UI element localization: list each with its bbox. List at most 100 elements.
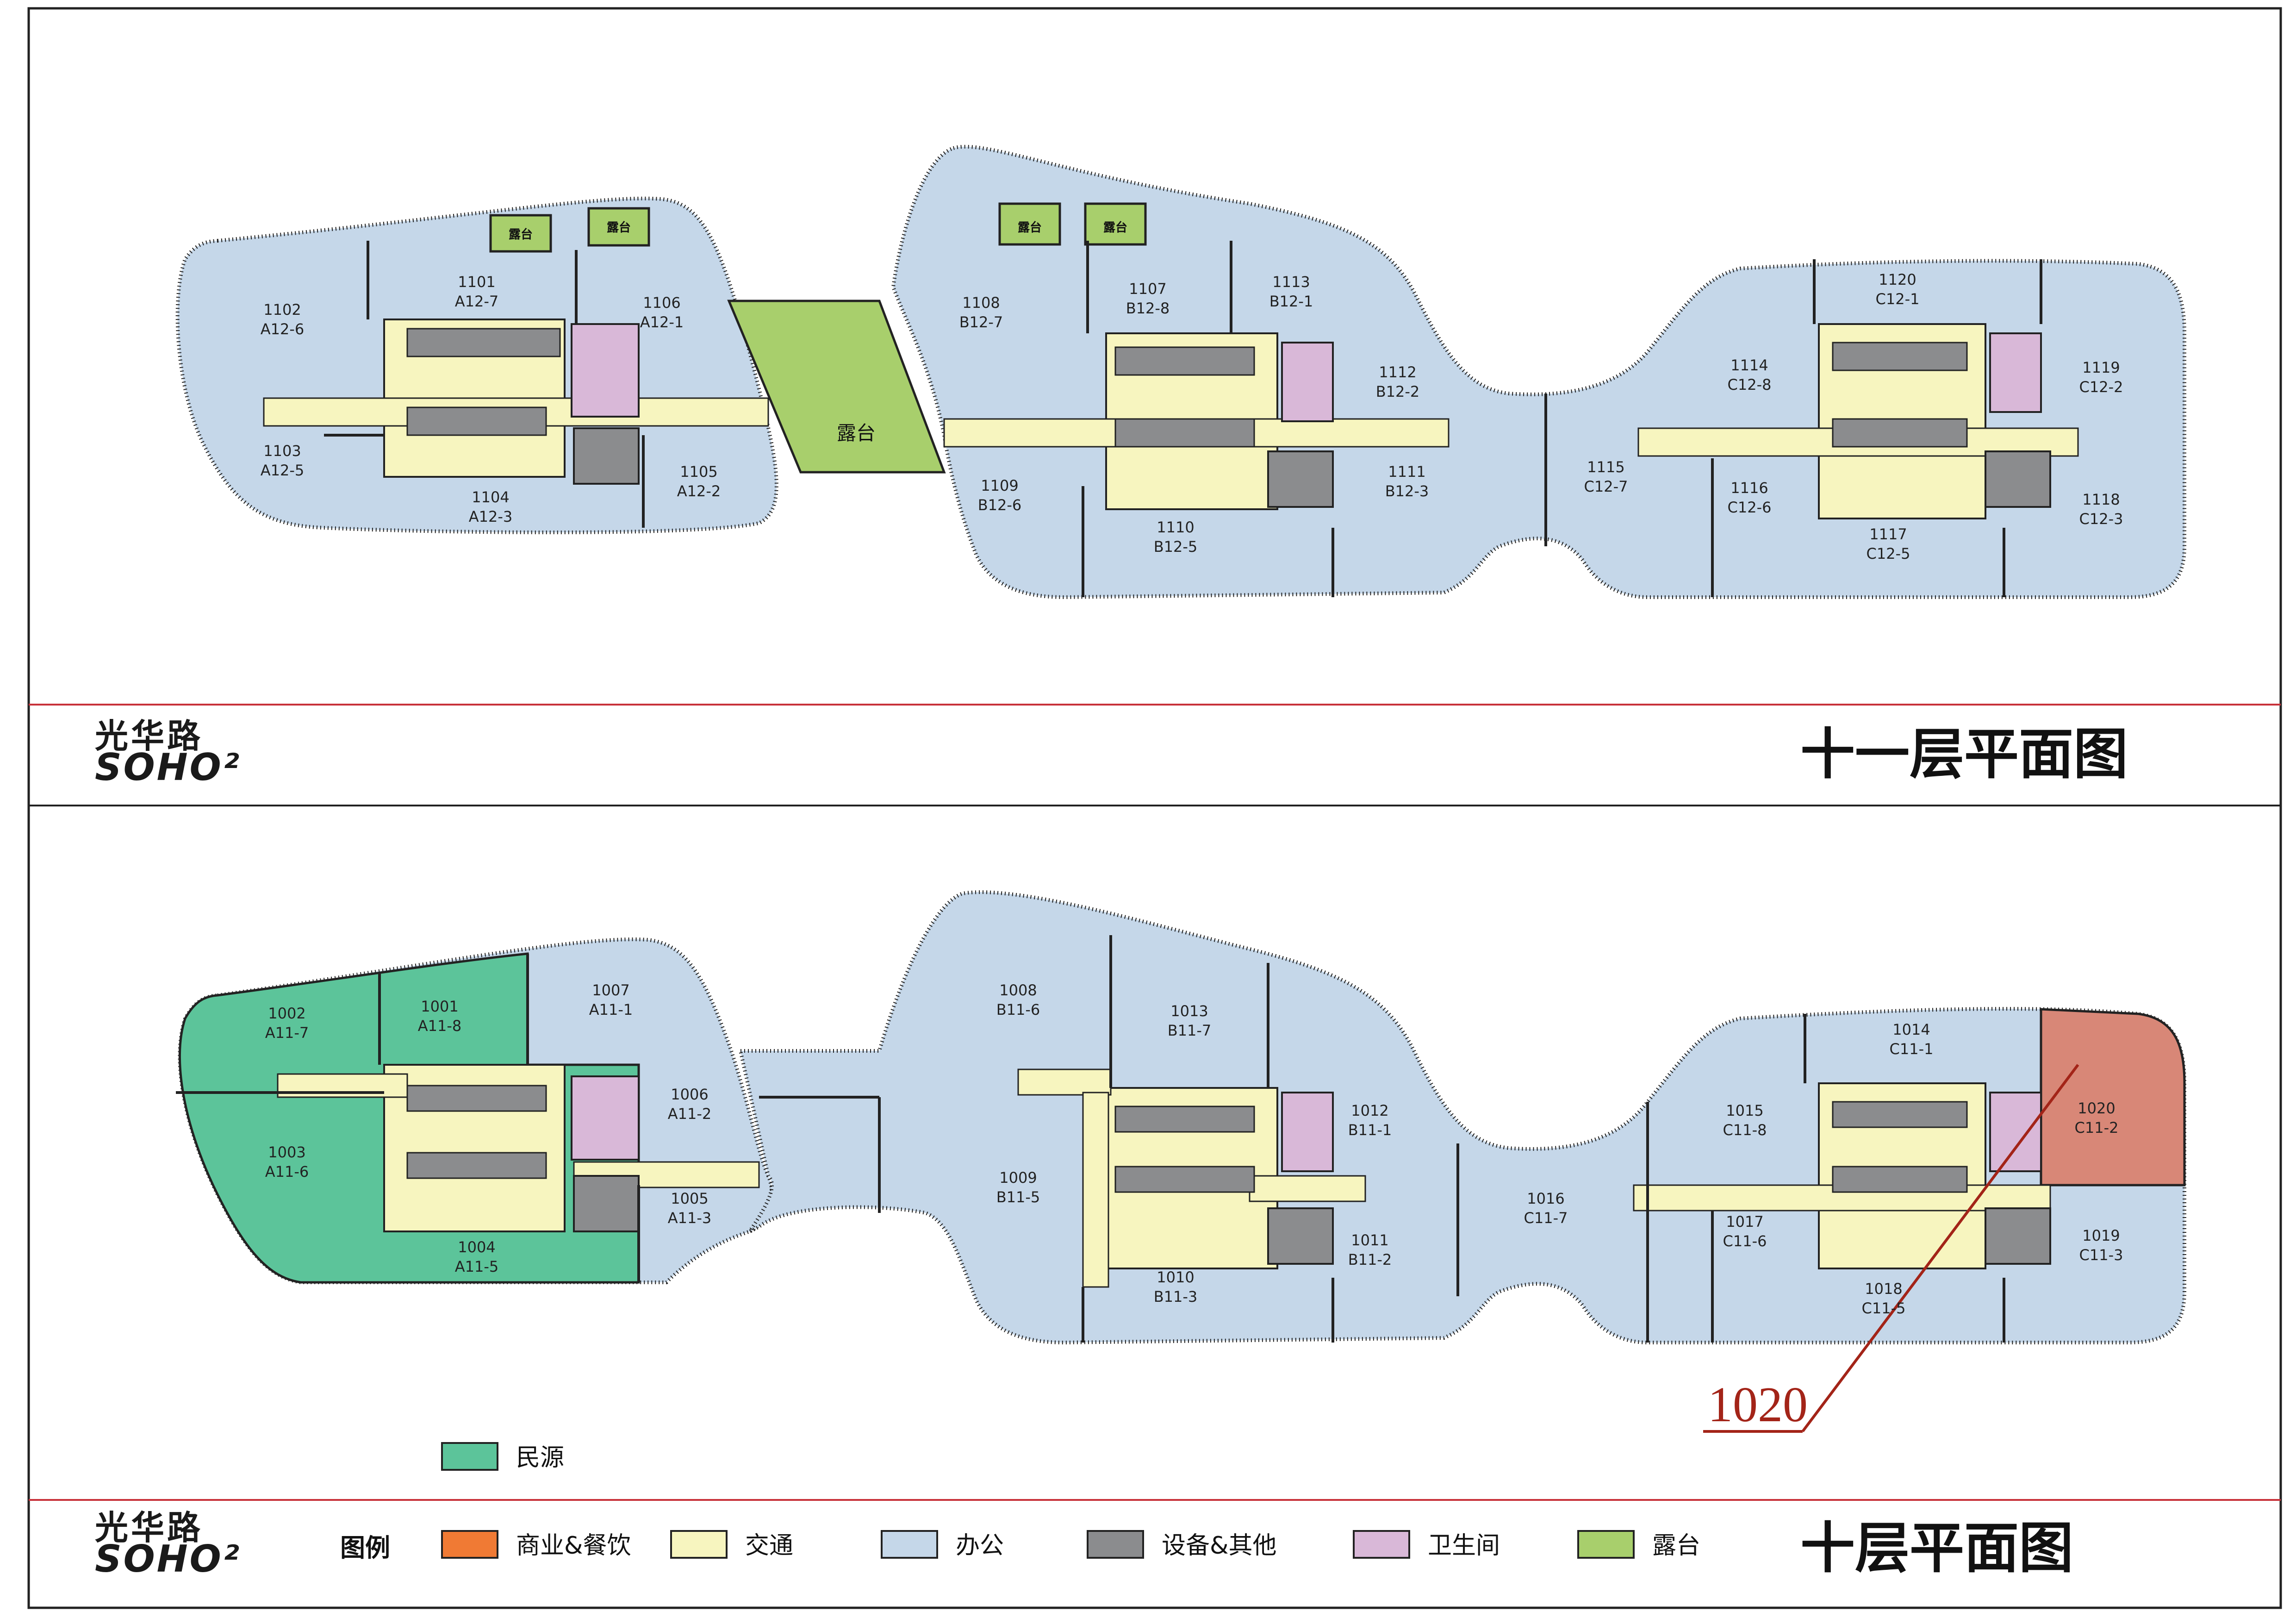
legend-items: 商业&餐饮交通办公设备&其他卫生间露台 (441, 1530, 1700, 1560)
floor11-room-1120-code: C12-1 (1876, 290, 1920, 308)
floor10-room-1019-code: C11-3 (2079, 1246, 2123, 1264)
floor11-room-1114-code: C12-8 (1728, 376, 1772, 394)
legend-label-commercial: 商业&餐饮 (516, 1532, 631, 1560)
floor10-room-1015-number: 1015 (1726, 1102, 1763, 1119)
floor11-room-1111-number: 1111 (1388, 463, 1425, 481)
floor10-equipment-b (1267, 1207, 1334, 1265)
floor11-terrace-label-a2: 露台 (607, 220, 631, 235)
floor10-room-1013-code: B11-7 (1168, 1022, 1212, 1039)
floor11-elevator-bank-b1 (1114, 346, 1255, 376)
minyuan-label: 民源 (516, 1444, 564, 1472)
floor11-restroom-c (1989, 332, 2042, 413)
floor10-room-1004-code: A11-5 (455, 1258, 499, 1275)
floor11-room-1101-code: A12-7 (455, 293, 499, 310)
floor11-room-1109-code: B12-6 (978, 496, 1022, 514)
floor11-central-terrace (727, 300, 946, 474)
floor11-room-1117-number: 1117 (1869, 525, 1907, 543)
floor10-room-1006-code: A11-2 (668, 1105, 712, 1123)
floor10-callout-leader (1801, 1064, 2079, 1432)
floor10-room-1012-code: B11-1 (1348, 1121, 1392, 1139)
floor10-room-1010-number: 1010 (1157, 1268, 1194, 1286)
legend: 图例 商业&餐饮交通办公设备&其他卫生间露台 (340, 1530, 1700, 1562)
floor11-elevator-bank-a2 (406, 406, 547, 436)
floor10-room-1017-number: 1017 (1726, 1213, 1763, 1230)
floor11-room-1119-number: 1119 (2082, 359, 2120, 376)
floor10-room-1016-code: C11-7 (1524, 1209, 1568, 1227)
floor10-elevator-bank-a1 (406, 1085, 547, 1112)
floor10-room-1008-code: B11-6 (996, 1001, 1040, 1018)
floor11-room-1112-code: B12-2 (1376, 383, 1420, 400)
legend-swatch-terrace (1577, 1530, 1635, 1559)
floor11-room-1118-code: C12-3 (2079, 510, 2123, 528)
floor10-room-1003-code: A11-6 (265, 1163, 309, 1181)
floor11-plan: 露台 露台 露台 露台 露台 (175, 144, 2186, 600)
floor10-room-1007-code: A11-1 (589, 1001, 633, 1018)
floor11-room-1106-code: A12-1 (640, 313, 684, 331)
logo-floor11-en: SOHO² (95, 746, 241, 789)
floor10-equipment-a (573, 1175, 640, 1232)
floor10-room-1004-number: 1004 (458, 1238, 495, 1256)
floor11-room-1115-number: 1115 (1587, 458, 1624, 476)
floor11-central-terrace-label: 露台 (837, 422, 876, 444)
floor11-terrace-label-b2: 露台 (1103, 220, 1127, 235)
floor10-room-1001-number: 1001 (421, 998, 458, 1015)
floor10-restroom-a (571, 1075, 640, 1161)
floor11-room-1108-code: B12-7 (959, 313, 1003, 331)
floor11-elevator-bank-a1 (406, 328, 561, 357)
legend-title: 图例 (340, 1533, 390, 1562)
floor10-elevator-bank-b1 (1114, 1106, 1255, 1133)
floor11-partitions (324, 241, 2042, 597)
floor11-room-1107-number: 1107 (1129, 280, 1166, 298)
floor10-room-1003-number: 1003 (268, 1143, 305, 1161)
floor10-room-1012-number: 1012 (1351, 1102, 1388, 1119)
floor11-room-1111-code: B12-3 (1385, 482, 1429, 500)
floor11-equipment-c (1985, 450, 2051, 508)
floor11-room-1119-code: C12-2 (2079, 378, 2123, 396)
floor11-room-1108-number: 1108 (962, 294, 1000, 312)
floor10-elevator-bank-b2 (1114, 1166, 1255, 1193)
logo-floor10-cn: 光华路 (95, 1508, 203, 1547)
minyuan-swatch (441, 1442, 498, 1471)
floor10-elevator-bank-c2 (1832, 1166, 1968, 1193)
floor10-room-1005-code: A11-3 (668, 1209, 712, 1227)
floor10-corridor-b3 (1249, 1175, 1366, 1202)
floor10-room-1017-code: C11-6 (1723, 1232, 1767, 1250)
floor10-room-1018-code: C11-5 (1862, 1299, 1906, 1317)
legend-label-terrace: 露台 (1652, 1532, 1700, 1560)
floor11-room-1117-code: C12-5 (1867, 545, 1910, 562)
logo-floor10: 光华路 SOHO² (95, 1508, 239, 1580)
legend-label-circulation: 交通 (745, 1532, 793, 1560)
floor11-terrace-a2 (587, 207, 650, 247)
floor11-terrace-b1 (998, 202, 1061, 246)
floor11-room-1107-code: B12-8 (1126, 300, 1170, 317)
floor10-room-1020-number: 1020 (2078, 1099, 2115, 1117)
sheet-border (27, 7, 2282, 1609)
floor11-room-1103-number: 1103 (263, 442, 301, 460)
floor11-room-1106-number: 1106 (643, 294, 680, 312)
floor11-room-1110-number: 1110 (1157, 518, 1194, 536)
floor11-restroom-b (1281, 342, 1334, 422)
floor11-room-1114-number: 1114 (1730, 356, 1768, 374)
floor10-room-1016-number: 1016 (1527, 1190, 1564, 1207)
floor11-room-1113-number: 1113 (1272, 273, 1310, 291)
floor10-room-1019-number: 1019 (2082, 1227, 2120, 1244)
floor10-equipment-c (1985, 1207, 2051, 1265)
floor11-room-1104-code: A12-3 (469, 508, 513, 525)
floor11-room-1105-code: A12-2 (677, 482, 721, 500)
floor11-title: 十一层平面图 (1800, 722, 2128, 786)
floor10-room-1013-number: 1013 (1170, 1002, 1208, 1020)
floor10-room-1006-number: 1006 (671, 1086, 708, 1103)
floor10-title: 十层平面图 (1800, 1516, 2073, 1580)
floor10-room-1020-code: C11-2 (2075, 1119, 2119, 1137)
floor10-room-1001-code: A11-8 (418, 1017, 462, 1035)
floor10-corridor-b1 (1017, 1068, 1112, 1096)
legend-swatch-restroom (1353, 1530, 1410, 1559)
floor11-room-1101-number: 1101 (458, 273, 495, 291)
floor10-corridor-b2 (1082, 1092, 1109, 1288)
logo-floor11-cn: 光华路 (95, 717, 203, 756)
floor10-room-1018-number: 1018 (1865, 1280, 1902, 1298)
floor11-room-1102-code: A12-6 (261, 320, 305, 338)
floor11-room-1103-code: A12-5 (261, 462, 305, 479)
